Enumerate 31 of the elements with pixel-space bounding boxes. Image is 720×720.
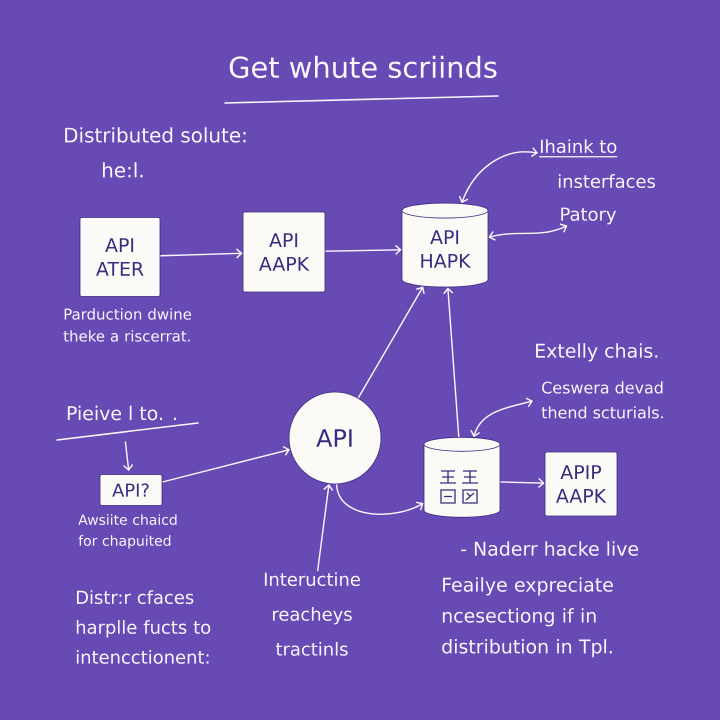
- arrow: [160, 248, 243, 258]
- process-box: API ATER: [80, 217, 160, 297]
- double-arrow: [470, 397, 533, 438]
- arrow: [336, 484, 424, 515]
- arrow: [325, 244, 402, 255]
- note-text: he:l.: [103, 162, 143, 178]
- node-label: Awsiite chaicd for chapuited: [78, 514, 176, 549]
- note-text: Inteructine reacheys tractinls: [264, 572, 360, 656]
- note-text: Feailye expreciate ncesectiong if in distribution in Tpl.: [442, 577, 613, 658]
- process-box: APIP AAPK: [544, 452, 618, 516]
- double-arrow: [458, 147, 538, 204]
- process-box: API AAPK: [242, 212, 326, 292]
- arrow: [443, 287, 460, 437]
- note-text: Distributed solute:: [65, 127, 246, 143]
- note-text: Distr:r cfaces harplle fucts to intencctionent:: [76, 590, 210, 664]
- arrow: [162, 446, 290, 483]
- database-cylinder: [424, 436, 500, 518]
- note-text: Ihaink to insterfaces: [539, 139, 655, 188]
- note-text: Pieive l to. .: [68, 406, 176, 420]
- arrow: [123, 441, 134, 472]
- process-box: API?: [100, 474, 162, 506]
- title: Get whute scriinds: [230, 56, 496, 78]
- arrow: [316, 484, 334, 572]
- arrow: [500, 478, 545, 488]
- note-text: - Naderr hacke live: [461, 541, 638, 556]
- note-text: Extelly chais. Ceswera devad thend scturials.: [536, 343, 663, 419]
- node-label: Parduction dwine theke a riscerrat.: [64, 308, 192, 342]
- database-cylinder: API HAPK: [402, 202, 488, 288]
- note-text: Patory: [561, 208, 616, 224]
- double-arrow: [488, 223, 568, 241]
- arrow: [358, 286, 425, 398]
